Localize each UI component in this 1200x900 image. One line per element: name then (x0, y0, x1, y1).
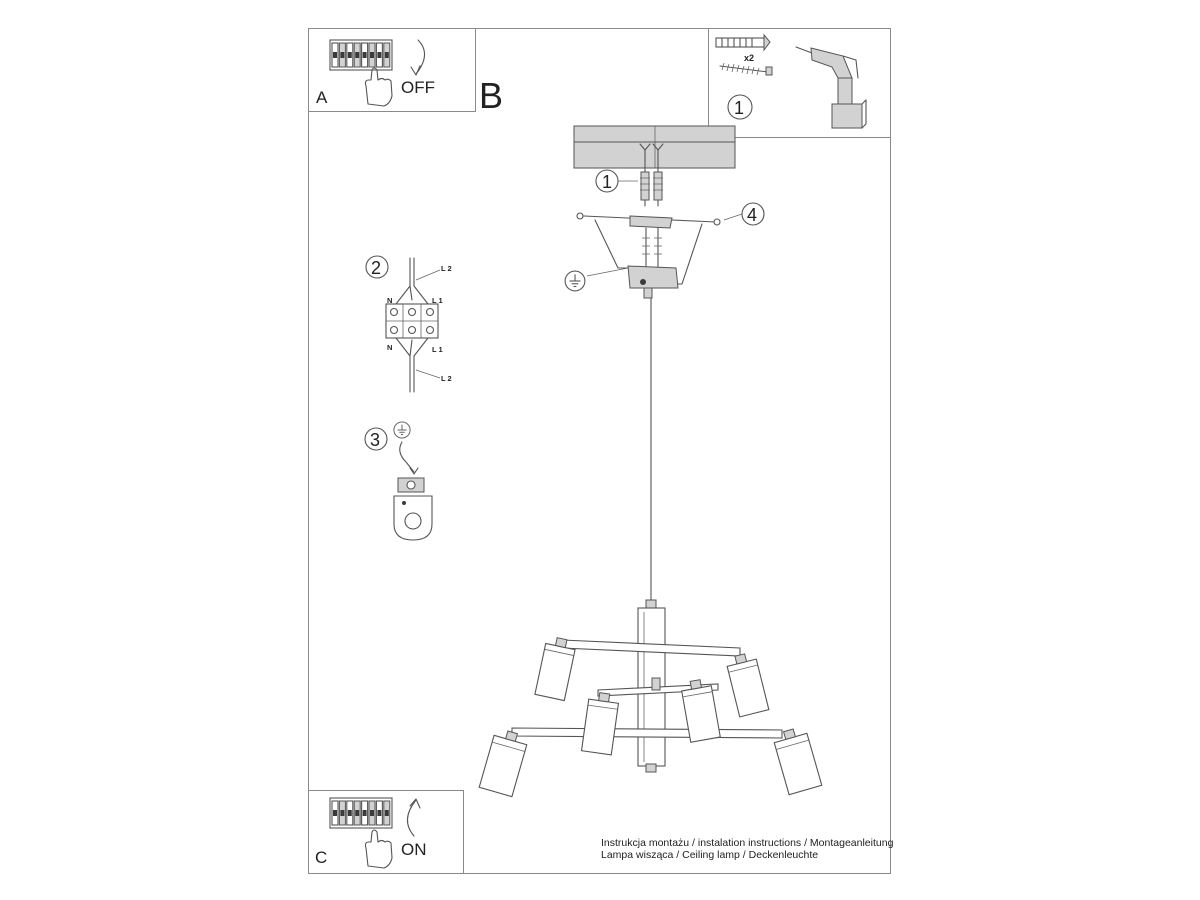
breaker-toggle (355, 52, 360, 58)
wire-label-left-lower: N (387, 343, 392, 352)
breaker-toggle (370, 52, 374, 58)
breaker-strip (329, 39, 393, 71)
mounting-bracket: 4 (576, 202, 765, 299)
arrow-down-icon (415, 39, 426, 75)
breaker-toggle (384, 52, 389, 58)
side-screw-left (576, 212, 584, 220)
side-screws-callout-number: 4 (747, 205, 757, 225)
panel-c-letter: C (315, 848, 327, 867)
panel-tools-border (708, 28, 891, 138)
wiring-callout-number: 2 (371, 258, 381, 278)
earth-diagram: 3 (364, 421, 433, 541)
wiring-diagram: 2 L 2 N L 1 N L 1 L 2 (365, 255, 452, 393)
quantity-label: x2 (744, 53, 754, 63)
wire-label-right-upper: L 1 (432, 296, 443, 305)
ground-callout (564, 267, 629, 292)
sheet-border (308, 28, 891, 874)
spotlight-6 (773, 728, 823, 796)
step-one-badge (727, 94, 753, 120)
step-one-number: 1 (734, 98, 744, 118)
spotlight-3 (580, 692, 620, 756)
spotlight-1 (534, 637, 576, 702)
wire-label-bottom-right: L 2 (441, 374, 452, 383)
panel-a-border (308, 28, 476, 112)
breaker-toggle (347, 52, 352, 58)
breaker-toggle (362, 810, 367, 816)
breaker-toggle (355, 810, 360, 816)
fixings-callout-number: 1 (602, 172, 612, 192)
panel-a-letter: A (316, 88, 328, 107)
fixings-detail: 1 (595, 149, 663, 207)
hand-icon (364, 67, 393, 107)
panel-b-letter: B (479, 75, 503, 116)
spotlight-4 (681, 679, 721, 743)
drill-icon (795, 46, 867, 129)
hand-icon-c (364, 829, 393, 869)
spotlight-5 (478, 730, 528, 798)
wire-label-left-upper: N (387, 296, 392, 305)
power-off-label: OFF (401, 78, 435, 97)
panel-c-border (308, 790, 464, 874)
wire-label-top-right: L 2 (441, 264, 452, 273)
wall-plug-icon (715, 33, 771, 52)
breaker-strip-c (329, 797, 393, 829)
arm-lower (511, 727, 783, 739)
spotlight-2 (726, 653, 770, 718)
ceiling-slab (573, 125, 736, 169)
screw-icon (719, 62, 773, 76)
breaker-toggle (340, 52, 345, 58)
arrow-down-head (410, 65, 421, 76)
breaker-toggle (377, 52, 382, 58)
breaker-toggle (333, 52, 337, 58)
wall-plug-right (653, 171, 663, 201)
earth-callout-number: 3 (370, 430, 380, 450)
breaker-toggle (333, 810, 337, 816)
wire-label-right-lower: L 1 (432, 345, 443, 354)
arrow-up-head (409, 798, 421, 809)
breaker-toggle (347, 810, 352, 816)
earth-ground-icon (393, 421, 411, 439)
breaker-toggle (340, 810, 345, 816)
arrow-up-icon (406, 799, 417, 837)
breaker-toggle (384, 810, 389, 816)
earth-callout-badge (364, 427, 388, 451)
caption-line-1: Instrukcja montażu / instalation instruc… (601, 837, 894, 849)
breaker-toggle (370, 810, 374, 816)
breaker-toggle (377, 810, 382, 816)
side-screw-right (713, 218, 721, 226)
panel-tools: x2 1 (708, 28, 891, 138)
power-on-label: ON (401, 840, 427, 859)
lamp-body (478, 599, 823, 798)
ground-icon (564, 270, 586, 292)
breaker-toggle (362, 52, 367, 58)
panel-c-power-on: C ON (308, 790, 464, 874)
caption-line-2: Lampa wisząca / Ceiling lamp / Deckenleu… (601, 849, 818, 861)
panel-a-power-off: A OFF (308, 28, 476, 112)
wiring-callout-badge (365, 255, 389, 279)
wall-plug-left (640, 171, 650, 201)
